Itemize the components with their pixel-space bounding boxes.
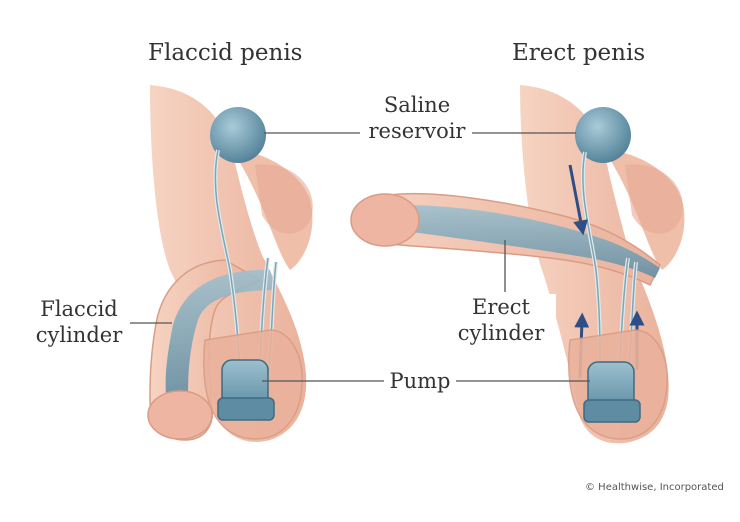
flow-arrow-down <box>568 164 588 236</box>
label-flaccid-line2: cylinder <box>35 323 123 347</box>
erect-glans <box>350 193 420 247</box>
title-flaccid: Flaccid penis <box>148 40 303 66</box>
label-saline-line1: Saline <box>383 93 451 117</box>
erect-saline-reservoir <box>575 107 631 163</box>
label-pump: Pump <box>389 369 451 393</box>
erect-cylinder-device <box>410 205 660 278</box>
leader-lines <box>130 132 590 382</box>
label-flaccid-cylinder: Flaccid cylinder <box>28 296 130 348</box>
copyright-text: © Healthwise, Incorporated <box>585 482 724 493</box>
flaccid-glans <box>147 390 213 440</box>
flaccid-saline-reservoir <box>210 107 266 163</box>
label-erect-cylinder: Erect cylinder <box>446 294 556 346</box>
flaccid-figure <box>147 85 313 442</box>
flaccid-cylinder-device <box>165 269 275 395</box>
label-saline-line2: reservoir <box>368 119 466 143</box>
flaccid-bladder-shape <box>255 164 313 234</box>
label-saline-reservoir: Saline reservoir <box>362 92 472 144</box>
label-erect-line2: cylinder <box>457 321 545 345</box>
erect-figure <box>350 85 685 444</box>
label-flaccid-line1: Flaccid <box>40 297 118 321</box>
label-erect-line1: Erect <box>472 295 530 319</box>
title-erect: Erect penis <box>512 40 646 66</box>
